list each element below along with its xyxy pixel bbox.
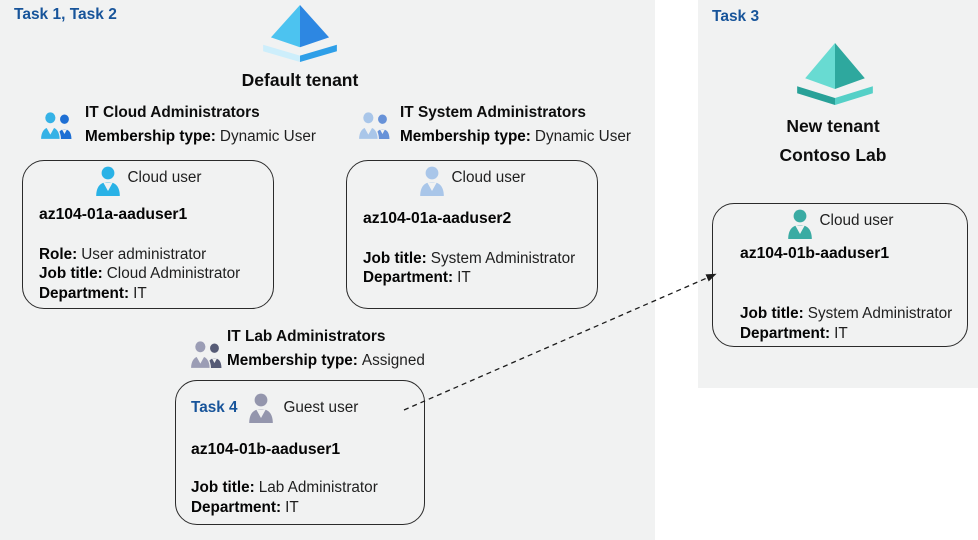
- task12-label: Task 1, Task 2: [14, 6, 117, 23]
- user-details: Job title:System Administrator Departmen…: [740, 304, 952, 344]
- user-type-label: Cloud user: [819, 212, 894, 229]
- detail-value: IT: [457, 269, 471, 287]
- detail-label: Department:: [740, 325, 831, 342]
- user-card-aaduser2: Cloud user az104-01a-aaduser2 Job title:…: [346, 160, 598, 309]
- detail-value: User administrator: [81, 246, 207, 263]
- detail-label: Role:: [39, 246, 78, 263]
- group-title-system-admins: IT System Administrators: [400, 104, 586, 121]
- detail-value: IT: [285, 499, 299, 516]
- user-name: az104-01a-aaduser1: [39, 206, 188, 223]
- user-details: Job title:Lab Administrator Department:I…: [191, 478, 378, 518]
- cloud-user-icon: [419, 166, 444, 196]
- user-name: az104-01a-aaduser2: [363, 210, 512, 227]
- cloud-user-icon: [95, 166, 120, 196]
- user-card-aaduser1: Cloud user az104-01a-aaduser1 Role:User …: [22, 160, 274, 309]
- detail-label: Job title:: [191, 479, 255, 496]
- new-tenant-title-line1: New tenant: [786, 116, 880, 136]
- new-tenant-user-card: Cloud user az104-01b-aaduser1 Job title:…: [712, 203, 968, 347]
- azure-ad-new-tenant-icon: [797, 43, 873, 105]
- cloud-user-icon: [787, 209, 812, 239]
- new-tenant-title-line2: Contoso Lab: [779, 145, 887, 165]
- detail-label: Department:: [191, 499, 282, 516]
- detail-value: IT: [133, 284, 147, 302]
- task3-label: Task 3: [712, 8, 760, 25]
- group-icon: [40, 111, 72, 140]
- task4-label: Task 4: [191, 399, 238, 416]
- user-details: Job title:System Administrator Departmen…: [363, 249, 575, 288]
- guest-user-card: Task 4 Guest user az104-01b-aaduser1 Job…: [175, 380, 425, 525]
- detail-label: Department:: [363, 269, 454, 287]
- card-header: Cloud user: [713, 209, 967, 239]
- group-membership-lab-admins: Membership type:Assigned: [227, 352, 425, 370]
- user-type-label: Cloud user: [127, 169, 202, 186]
- group-icon: [190, 340, 222, 369]
- detail-label: Job title:: [363, 250, 427, 267]
- group-title-cloud-admins: IT Cloud Administrators: [85, 104, 260, 121]
- card-header: Task 4 Guest user: [191, 393, 358, 423]
- user-name: az104-01b-aaduser1: [740, 245, 890, 262]
- group-icon: [358, 111, 390, 140]
- group-title-lab-admins: IT Lab Administrators: [227, 328, 386, 345]
- default-tenant-panel: [0, 0, 655, 540]
- detail-value: System Administrator: [807, 305, 953, 322]
- default-tenant-title: Default tenant: [241, 70, 359, 90]
- guest-user-icon: [248, 393, 273, 423]
- user-details: Role:User administrator Job title:Cloud …: [39, 245, 240, 303]
- user-type-label: Guest user: [283, 399, 359, 416]
- membership-type-label: Membership type:: [227, 352, 358, 369]
- membership-type-label: Membership type:: [85, 128, 216, 145]
- user-type-label: Cloud user: [451, 169, 526, 186]
- group-membership-system-admins: Membership type:Dynamic User: [400, 128, 631, 146]
- detail-label: Department:: [39, 284, 130, 302]
- membership-type-value: Assigned: [361, 352, 425, 369]
- card-header: Cloud user: [347, 166, 597, 196]
- detail-label: Job title:: [39, 265, 103, 283]
- detail-value: Lab Administrator: [258, 479, 378, 496]
- azure-ad-tenant-icon: [263, 5, 337, 62]
- detail-value: IT: [834, 325, 848, 342]
- membership-type-value: Dynamic User: [219, 128, 316, 145]
- detail-value: Cloud Administrator: [106, 265, 241, 283]
- membership-type-label: Membership type:: [400, 128, 531, 145]
- group-membership-cloud-admins: Membership type:Dynamic User: [85, 128, 316, 146]
- membership-type-value: Dynamic User: [534, 128, 631, 145]
- user-name: az104-01b-aaduser1: [191, 441, 341, 458]
- detail-label: Job title:: [740, 305, 804, 322]
- detail-value: System Administrator: [430, 250, 576, 267]
- card-header: Cloud user: [23, 166, 273, 196]
